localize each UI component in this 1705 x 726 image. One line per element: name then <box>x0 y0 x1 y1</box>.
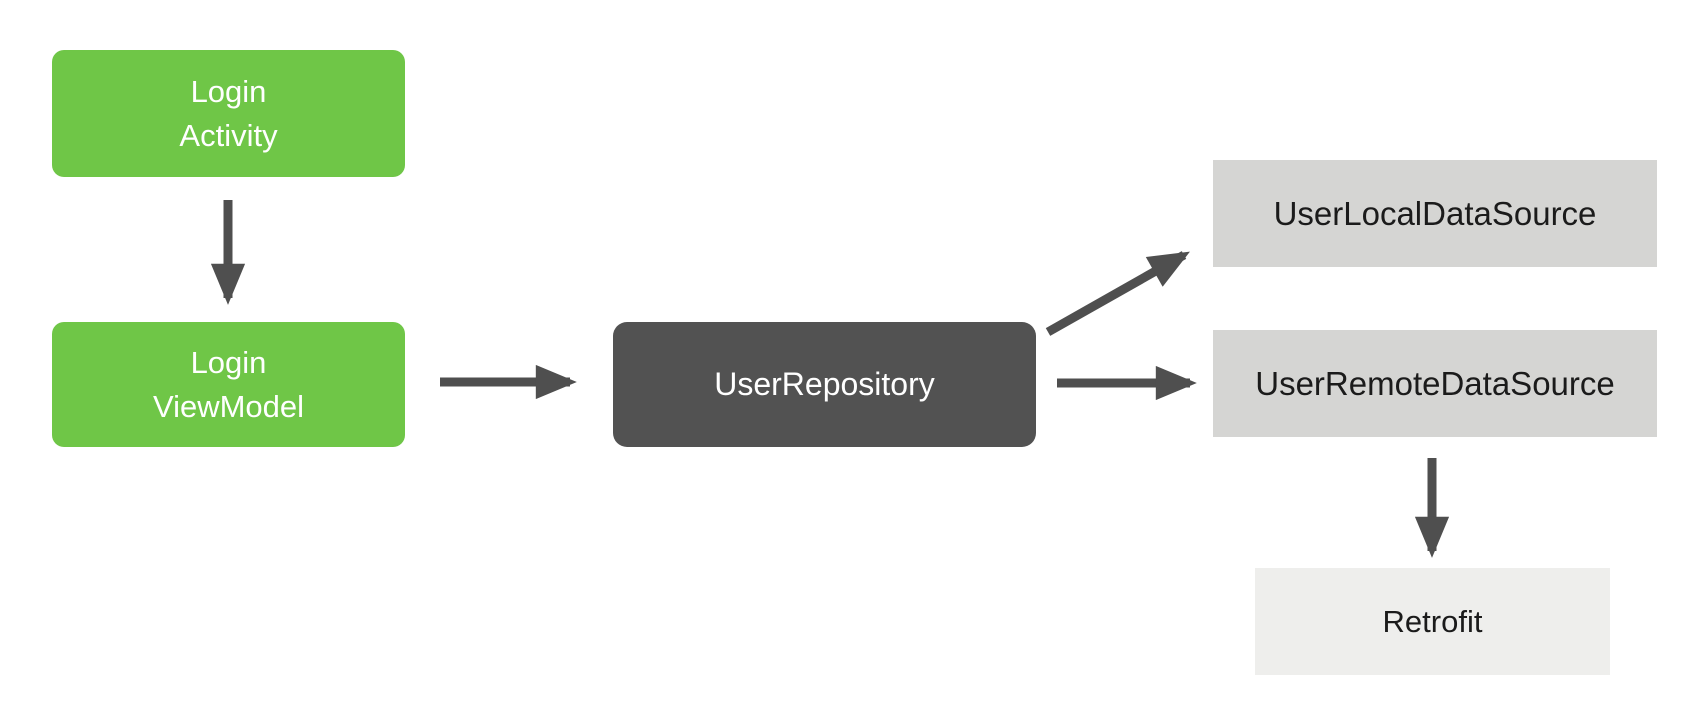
node-user-remote-datasource: UserRemoteDataSource <box>1213 330 1657 437</box>
node-login-activity-label-line2: Activity <box>179 117 278 153</box>
node-user-remote-datasource-label: UserRemoteDataSource <box>1255 364 1615 402</box>
arrow-userrepository-to-userlocaldatasource <box>1045 251 1190 336</box>
node-login-activity-label-line1: Login <box>190 73 267 109</box>
node-login-viewmodel-label-line1: Login <box>190 344 267 380</box>
node-user-local-datasource: UserLocalDataSource <box>1213 160 1657 267</box>
node-login-viewmodel-label-line2: ViewModel <box>152 388 305 424</box>
node-user-repository: UserRepository <box>613 322 1036 447</box>
node-login-activity: Login Activity <box>52 50 405 177</box>
node-user-repository-label: UserRepository <box>714 366 935 402</box>
node-retrofit-label: Retrofit <box>1382 603 1483 639</box>
node-retrofit: Retrofit <box>1255 568 1610 675</box>
node-login-viewmodel: Login ViewModel <box>52 322 405 447</box>
node-user-local-datasource-label: UserLocalDataSource <box>1273 194 1597 232</box>
